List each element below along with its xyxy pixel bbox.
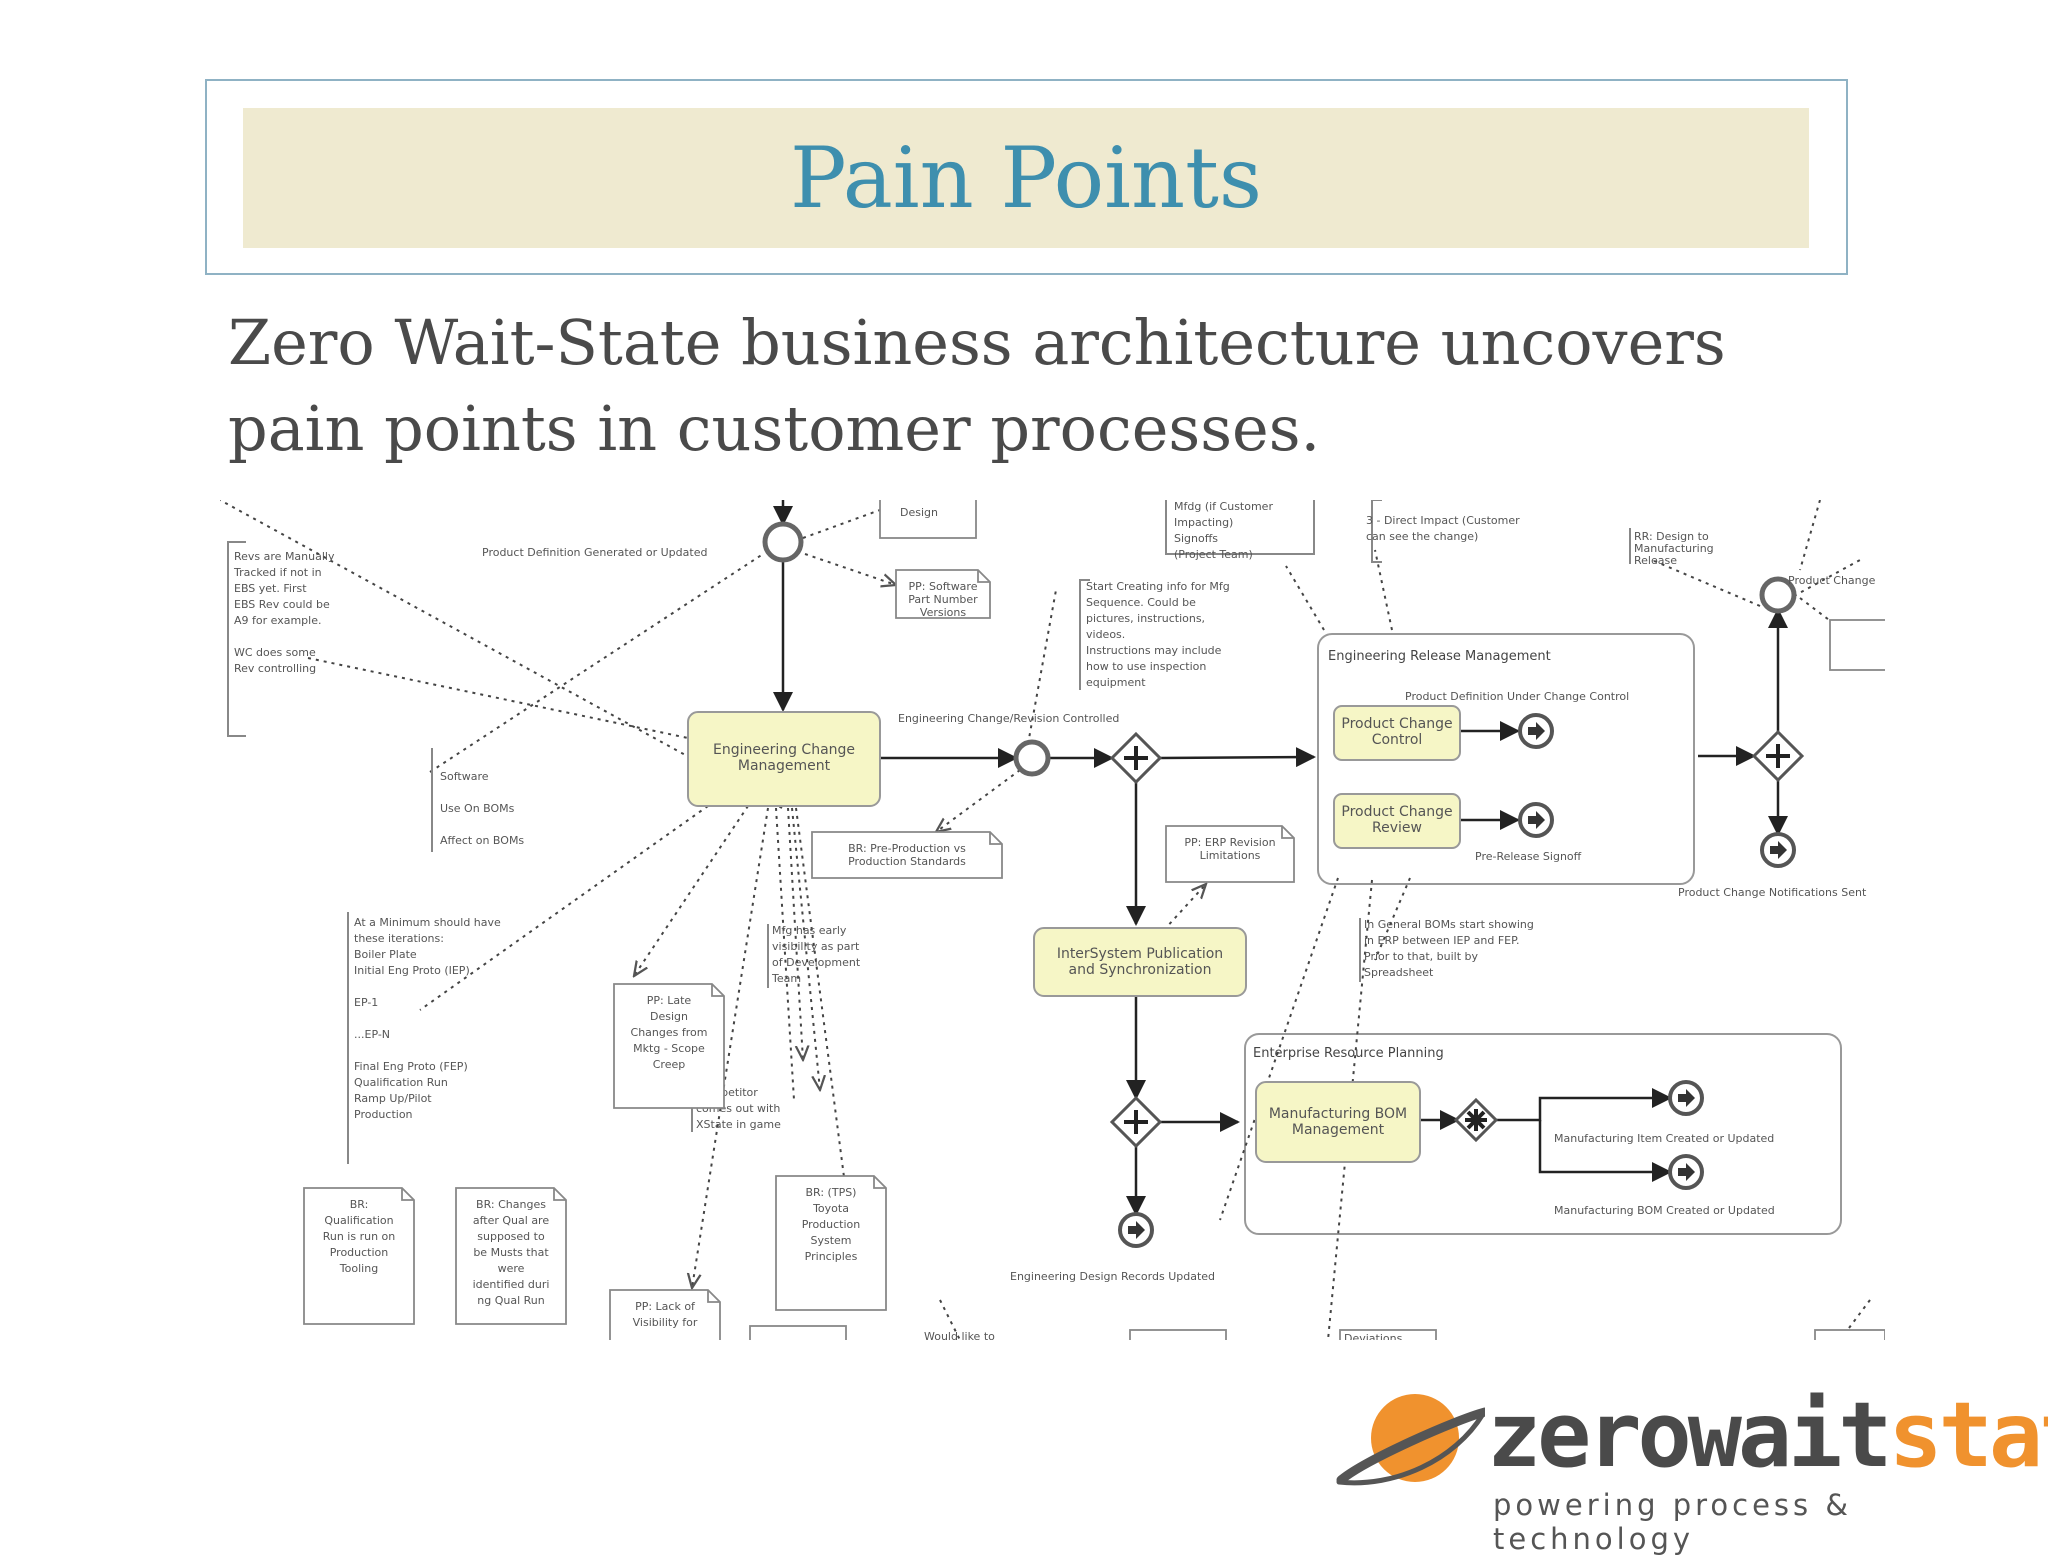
task-box bbox=[1333, 705, 1461, 761]
svg-text:Deviations: Deviations bbox=[1344, 1332, 1403, 1340]
pool-erp bbox=[1244, 1033, 1842, 1235]
company-logo: zerowaitstate powering process & technol… bbox=[1335, 1386, 2048, 1556]
title-band bbox=[243, 108, 1809, 248]
document-note-icon bbox=[303, 1187, 415, 1325]
slide-subtitle: Zero Wait-State business architecture un… bbox=[228, 306, 1726, 465]
pool-label: Enterprise Resource Planning bbox=[1253, 1046, 1444, 1061]
document-note-icon bbox=[609, 1289, 721, 1340]
svg-text:Design: Design bbox=[900, 506, 938, 519]
logo-wordmark: zerowaitstate bbox=[1487, 1383, 2048, 1488]
title-frame bbox=[205, 79, 1848, 275]
pool-engineering-release bbox=[1317, 633, 1695, 885]
flow-label: Manufacturing Item Created or Updated bbox=[1554, 1132, 1774, 1145]
logo-tagline: powering process & technology bbox=[1493, 1488, 1852, 1556]
process-diagram: Engineering Release Management Enterpris… bbox=[220, 500, 1885, 1340]
pool-label: Engineering Release Management bbox=[1328, 649, 1551, 664]
event-circle-icon bbox=[1759, 576, 1797, 614]
event-circle-icon bbox=[1013, 739, 1051, 777]
flow-label: Product Definition Under Change Control bbox=[1405, 690, 1629, 703]
svg-text:Would like to: Would like to bbox=[924, 1330, 995, 1340]
flow-label: Engineering Change/Revision Controlled bbox=[898, 712, 1119, 725]
logo-globe-icon bbox=[1336, 1394, 1485, 1486]
document-note-icon bbox=[895, 569, 991, 619]
event-circle-icon bbox=[762, 521, 804, 563]
document-note-icon bbox=[811, 831, 1003, 879]
document-note-icon bbox=[1165, 825, 1295, 883]
flow-label: Pre-Release Signoff bbox=[1475, 850, 1582, 863]
document-note-icon bbox=[775, 1175, 887, 1311]
slide-title: Pain Points bbox=[789, 129, 1262, 227]
task-box bbox=[687, 711, 881, 807]
flow-label: Product Change Notifications Sent bbox=[1678, 886, 1867, 899]
flow-label: Manufacturing BOM Created or Updated bbox=[1554, 1204, 1775, 1217]
task-box bbox=[1033, 927, 1247, 997]
flow-label: Engineering Design Records Updated bbox=[1010, 1270, 1215, 1283]
flow-label: Product Definition Generated or Updated bbox=[482, 546, 707, 559]
svg-text:Product Change: Product Change bbox=[1788, 574, 1876, 587]
document-note-icon bbox=[455, 1187, 567, 1325]
task-box bbox=[1255, 1081, 1421, 1163]
task-box bbox=[1333, 793, 1461, 849]
document-note-icon bbox=[613, 983, 725, 1109]
